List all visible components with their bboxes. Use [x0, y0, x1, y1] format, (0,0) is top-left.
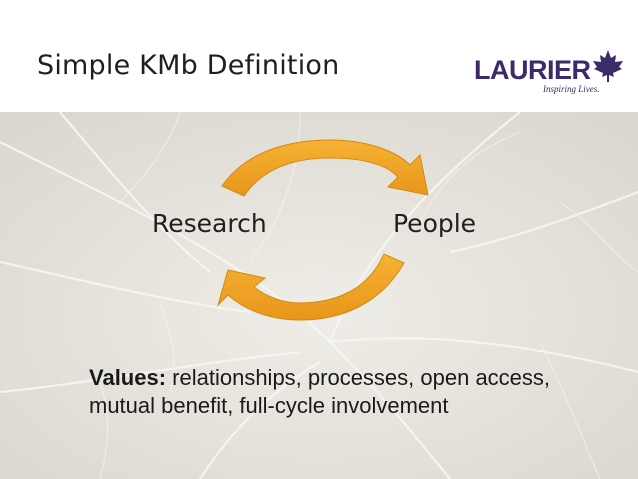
maple-leaf-icon	[593, 50, 623, 82]
leaf-texture-background	[0, 112, 638, 479]
logo-tagline: Inspiring Lives.	[543, 84, 600, 94]
laurier-logo: LAURIER Inspiring Lives.	[474, 46, 624, 98]
values-list: relationships, processes, open access, m…	[89, 365, 551, 418]
node-people: People	[393, 209, 477, 238]
node-research: Research	[152, 209, 267, 238]
arrow-research-to-people	[221, 139, 429, 197]
title-bar: Simple KMb Definition LAURIER Inspiring …	[0, 0, 638, 112]
slide-title: Simple KMb Definition	[37, 50, 340, 81]
cycle-diagram	[216, 139, 429, 321]
values-label: Values:	[89, 365, 167, 390]
logo-wordmark: LAURIER	[474, 55, 591, 85]
values-text: Values: relationships, processes, open a…	[89, 364, 599, 420]
arrow-people-to-research	[216, 253, 405, 321]
